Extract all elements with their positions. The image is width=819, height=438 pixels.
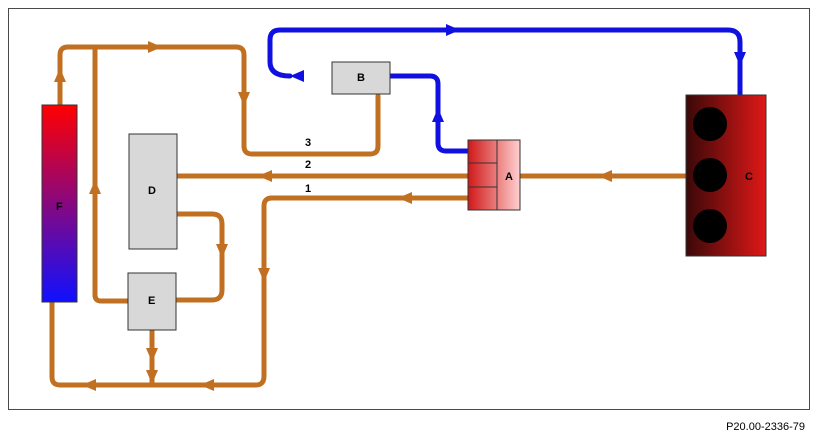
line-1 [49, 195, 471, 388]
engine-c [685, 94, 767, 257]
cylinder-3 [693, 209, 727, 243]
label-f: F [56, 201, 63, 213]
arrow-up [54, 68, 66, 82]
cold-flow-arrows [290, 24, 746, 122]
arrow-down [146, 370, 158, 384]
heat-exchanger-a [467, 139, 521, 211]
arrow-left [258, 170, 272, 182]
arrow-left [82, 379, 96, 391]
arrow-left [598, 170, 612, 182]
line-bypass-vertical [92, 44, 131, 304]
arrow-down [216, 244, 228, 258]
label-d: D [148, 185, 156, 197]
radiator-f [41, 104, 78, 303]
arrow-down [258, 268, 270, 282]
reference-code: P20.00-2336-79 [726, 421, 805, 433]
component-e [127, 272, 177, 331]
label-a: A [505, 171, 513, 183]
line-cold-b-to-a [387, 73, 471, 154]
line-cold-top [267, 27, 743, 97]
component-d [128, 133, 178, 250]
arrow-left [398, 192, 412, 204]
component-b [331, 61, 391, 95]
arrow-left [200, 379, 214, 391]
line-number-3: 3 [305, 137, 311, 149]
label-e: E [148, 295, 155, 307]
arrow-up [432, 108, 444, 122]
line-d-to-e [173, 211, 225, 303]
arrow-up [89, 180, 101, 194]
cylinder-1 [693, 107, 727, 141]
arrow-right [148, 41, 162, 53]
arrow-right [446, 24, 460, 36]
hot-flow-arrows [54, 41, 612, 391]
line-number-2: 2 [305, 159, 311, 171]
label-c: C [745, 171, 753, 183]
cylinder-2 [693, 158, 727, 192]
arrow-down [146, 348, 158, 362]
label-b: B [357, 72, 365, 84]
arrow-down [238, 92, 250, 106]
line-3 [57, 44, 381, 157]
arrow-down [734, 52, 746, 66]
arrow-left [290, 70, 304, 82]
line-number-1: 1 [305, 183, 311, 195]
